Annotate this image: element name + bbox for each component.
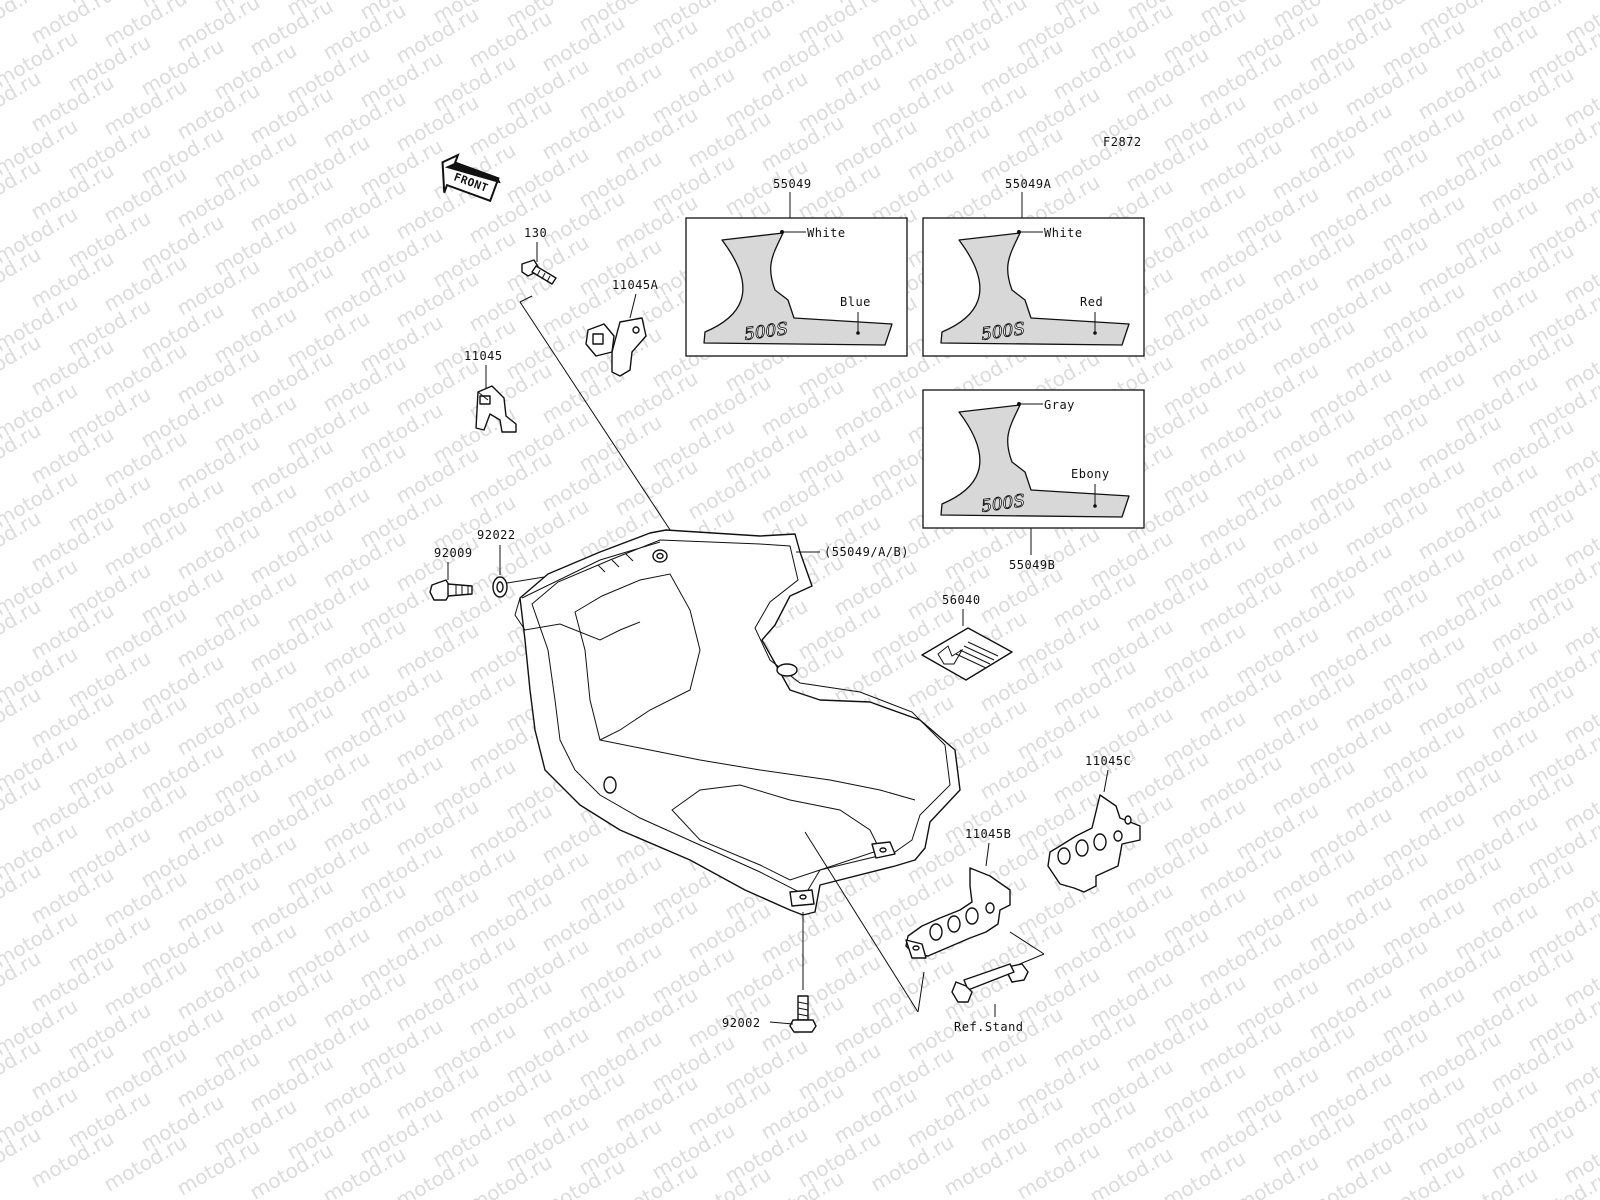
decal-box-55049B: 500S Gray Ebony 55049B [922,389,1145,572]
callout-56040: 56040 [942,593,981,607]
figure-code: F2872 [1103,135,1142,149]
clip-11045-icon [475,385,517,433]
decal-part-55049: 55049 [773,177,812,191]
decal-color2-55049B: Ebony [1071,467,1110,481]
watermark-text: motod.ru [1597,0,1600,4]
bolt-92002-icon [789,995,817,1033]
bracket-11045B-icon [905,867,1011,959]
callout-55049-ref: (55049/A/B) [824,545,909,559]
decal-box-55049A: 55049A 500S White Red [922,177,1145,357]
bolt-130-icon [521,259,557,285]
label-56040-icon [921,627,1013,681]
bolt-92009-icon [429,579,473,601]
callout-11045A: 11045A [612,278,659,292]
callout-130: 130 [524,226,547,240]
callout-92022: 92022 [477,528,516,542]
decal-color2-55049A: Red [1080,295,1103,309]
decal-box-55049: 55049 500S White Blue [685,177,908,357]
callout-92002: 92002 [722,1016,761,1030]
decal-part-55049B: 55049B [1009,558,1055,572]
callout-11045: 11045 [464,349,503,363]
bolt-ref-stand-icon [951,963,1029,1003]
bracket-11045A-icon [585,317,647,377]
decal-color1-55049A: White [1044,226,1083,240]
decal-color1-55049: White [807,226,846,240]
decal-color2-55049: Blue [840,295,871,309]
callout-ref-stand: Ref.Stand [954,1020,1024,1034]
bracket-11045C-icon [1047,794,1141,893]
callout-92009: 92009 [434,546,473,560]
decal-color1-55049B: Gray [1044,398,1075,412]
under-cowl [514,529,961,916]
decal-part-55049A: 55049A [1005,177,1052,191]
callout-11045B: 11045B [965,827,1011,841]
callout-11045C: 11045C [1085,754,1131,768]
washer-92022-icon [492,576,508,598]
